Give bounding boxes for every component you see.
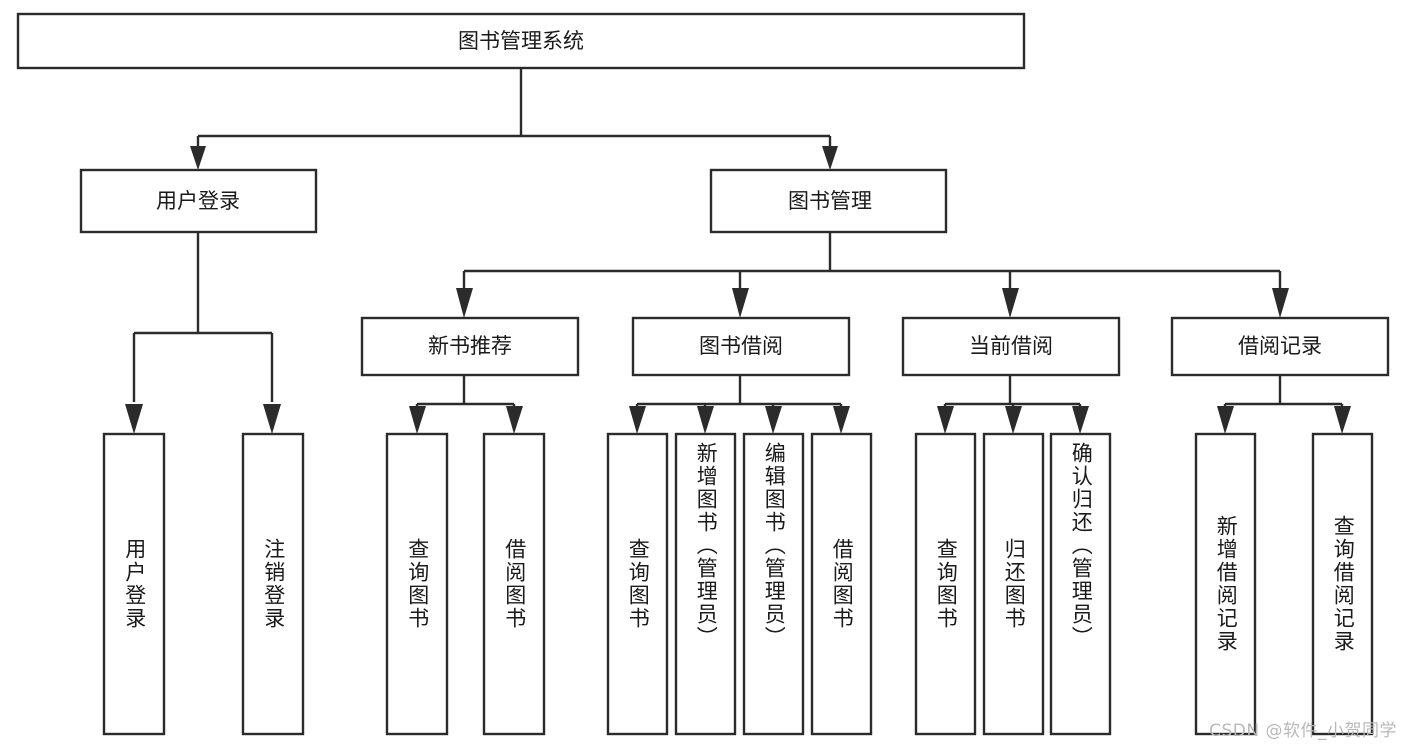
node-leaf-6[interactable] <box>674 432 737 736</box>
node-current-borrow[interactable] <box>901 316 1121 377</box>
label-new-book-rec: 新书推荐 <box>428 334 512 358</box>
node-layer <box>16 12 1390 736</box>
node-leaf-9[interactable] <box>914 432 977 736</box>
node-new-book-rec[interactable] <box>360 316 580 377</box>
arrow-to-leaf-4 <box>506 406 523 434</box>
arrow-to-leaf-1 <box>125 404 143 434</box>
node-borrow-record[interactable] <box>1170 316 1390 377</box>
horizontal-label-layer: 图书管理系统 用户登录 图书管理 新书推荐 图书借阅 当前借阅 借阅记录 <box>156 29 1322 358</box>
arrow-to-book-manage <box>822 146 838 170</box>
label-root: 图书管理系统 <box>458 29 584 53</box>
arrow-to-leaf-5 <box>629 406 646 434</box>
node-leaf-10[interactable] <box>982 432 1045 736</box>
node-book-borrow[interactable] <box>631 316 851 377</box>
node-leaf-11[interactable] <box>1049 432 1112 736</box>
arrow-to-user-login <box>190 146 206 170</box>
node-leaf-12[interactable] <box>1194 432 1257 736</box>
arrow-to-new-book-rec <box>456 288 473 318</box>
arrow-to-leaf-9 <box>937 406 954 434</box>
watermark-text: CSDN @软件_小贺同学 <box>1209 721 1397 741</box>
arrow-to-leaf-7 <box>765 406 782 434</box>
label-borrow-record: 借阅记录 <box>1238 334 1322 358</box>
label-book-manage: 图书管理 <box>788 189 872 213</box>
label-book-borrow: 图书借阅 <box>699 334 783 358</box>
node-leaf-1[interactable] <box>102 432 166 736</box>
arrow-to-leaf-12 <box>1217 406 1234 434</box>
label-current-borrow: 当前借阅 <box>969 334 1053 358</box>
node-book-manage[interactable] <box>709 168 948 234</box>
node-leaf-3[interactable] <box>385 432 449 736</box>
node-leaf-2[interactable] <box>241 432 305 736</box>
arrow-to-leaf-13 <box>1334 406 1351 434</box>
arrow-to-book-borrow <box>732 288 749 318</box>
arrow-to-leaf-2 <box>263 404 281 434</box>
arrow-to-leaf-11 <box>1072 406 1089 434</box>
connector-layer <box>125 68 1351 434</box>
label-user-login: 用户登录 <box>156 189 240 213</box>
node-leaf-13[interactable] <box>1311 432 1374 736</box>
node-root[interactable] <box>16 12 1026 70</box>
node-user-login[interactable] <box>79 168 318 234</box>
node-leaf-5[interactable] <box>606 432 669 736</box>
arrow-to-leaf-10 <box>1005 406 1022 434</box>
node-leaf-8[interactable] <box>810 432 873 736</box>
arrow-to-leaf-6 <box>697 406 714 434</box>
node-leaf-4[interactable] <box>482 432 546 736</box>
node-leaf-7[interactable] <box>742 432 805 736</box>
arrow-to-current-borrow <box>1002 288 1019 318</box>
arrow-to-borrow-record <box>1272 288 1289 318</box>
arrow-to-leaf-3 <box>409 406 426 434</box>
arrow-to-leaf-8 <box>833 406 850 434</box>
